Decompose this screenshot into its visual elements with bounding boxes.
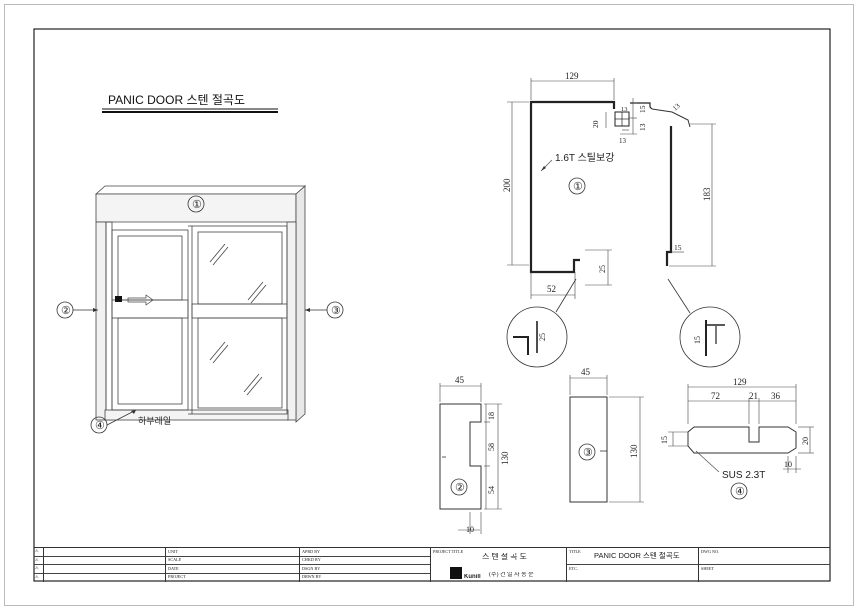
direction-arrow-icon	[127, 294, 154, 306]
p3-height: 130	[629, 444, 639, 458]
p4-width: 129	[733, 377, 747, 387]
door-isometric	[94, 185, 307, 423]
project-title-label: PROJECT TITLE	[433, 550, 464, 554]
title-block-rule	[698, 548, 699, 582]
callout-arrow	[305, 308, 310, 312]
dim-15-top: 15	[638, 105, 647, 113]
profile-2-dimensions	[439, 383, 502, 534]
p2-seg-top: 18	[487, 412, 496, 420]
detail-left-dim: 25	[538, 333, 547, 341]
sheet-label: SHEET	[701, 567, 715, 571]
dim-15-right-lip: 15	[674, 243, 682, 252]
p2-bottom: 10	[466, 525, 474, 534]
scale-label: SCALE	[168, 558, 182, 562]
drawing-border	[33, 28, 831, 582]
callout-one: ①	[192, 199, 202, 211]
profile-4	[687, 426, 797, 454]
title-block-rule	[34, 573, 430, 574]
profile-1	[529, 100, 691, 274]
title-block-rule	[566, 548, 567, 582]
dim-20-top: 20	[591, 120, 600, 128]
dwg-no-label: DWG NO.	[701, 550, 720, 554]
drwn-by-label: DRWN BY	[302, 575, 322, 579]
chkd-by-label: CHKD BY	[302, 558, 321, 562]
profile-1-dimensions	[507, 78, 716, 299]
p2-height: 130	[500, 451, 510, 465]
profile-2	[439, 403, 482, 510]
title-block-rule	[165, 548, 166, 582]
p4-seg-a: 72	[711, 391, 720, 401]
title-block-rule	[34, 556, 430, 557]
rev-mark: ⚠	[35, 575, 39, 579]
detail-bubble-right	[667, 278, 741, 368]
callout-arrow	[131, 410, 136, 414]
profile-1-callout-circle	[568, 177, 586, 195]
profile-1-callout: ①	[573, 181, 583, 193]
profile-2-callout-circle	[450, 478, 468, 496]
title-block: ⚠ ⚠ ⚠ ⚠ UNIT SCALE DATE PROJECT APRD BY …	[34, 547, 830, 582]
profile-4-callout: ④	[735, 486, 745, 498]
company-logo	[450, 567, 462, 579]
project-label: PROJECT	[168, 575, 186, 579]
callout-four: ④	[95, 420, 105, 432]
dim-13-b: 13	[621, 106, 628, 113]
rev-mark: ⚠	[35, 558, 39, 562]
profile-4-dimensions	[668, 384, 814, 473]
p4-right-gap: 10	[784, 460, 792, 469]
date-label: DATE	[168, 567, 179, 571]
p2-width: 45	[455, 375, 465, 385]
rev-mark: ⚠	[35, 566, 39, 570]
profile-2-callout: ②	[455, 482, 465, 494]
dim-13-c: 13	[619, 137, 627, 145]
dim-52: 52	[547, 284, 556, 294]
profile-3-callout: ③	[583, 447, 593, 459]
detail-bubble-left	[506, 278, 577, 368]
p4-seg-b: 21	[749, 391, 758, 401]
callout-three: ③	[331, 305, 341, 317]
detail-right-dim: 15	[693, 336, 702, 344]
company-korean: (주) 건 일 자 동 문	[489, 572, 534, 578]
p4-height: 20	[801, 437, 810, 445]
reinforcement-label: 1.6T 스틸보강	[555, 151, 614, 164]
page-frame	[4, 4, 854, 606]
dim-13-corner: 13	[671, 102, 682, 113]
profile-3	[569, 396, 608, 503]
company-name: Kunill	[464, 574, 481, 580]
p3-width: 45	[581, 367, 591, 377]
title-value: PANIC DOOR 스텐 절곡도	[594, 552, 680, 560]
title-block-rule	[34, 564, 430, 565]
etc-label: ETC.	[569, 567, 578, 571]
p2-seg-mid: 58	[487, 443, 496, 451]
title-block-rule	[430, 548, 431, 582]
dim-200: 200	[502, 178, 512, 192]
aprd-by-label: APRD BY	[302, 550, 321, 554]
title-block-rule	[43, 548, 44, 582]
panic-bar-handle	[115, 296, 122, 302]
title-label: TITLE	[569, 550, 581, 554]
p2-seg-bottom: 54	[487, 486, 496, 494]
main-title: PANIC DOOR 스텐 절곡도	[108, 93, 245, 107]
unit-label: UNIT	[168, 550, 179, 554]
lower-rail-label: 하부레일	[138, 416, 171, 426]
dim-25-lip: 25	[598, 265, 607, 273]
profile-4-callout-circle	[730, 482, 748, 500]
dim-13-a: 13	[638, 123, 647, 131]
leader-arrow	[541, 166, 546, 171]
p4-left-notch: 15	[660, 436, 669, 444]
dsgn-by-label: DSGN BY	[302, 567, 321, 571]
sus-label: SUS 2.3T	[722, 470, 765, 481]
p4-seg-c: 36	[771, 391, 781, 401]
dim-129-top: 129	[565, 71, 579, 81]
title-block-rule	[299, 548, 300, 582]
callout-arrow	[93, 308, 98, 312]
profile-3-callout-circle	[578, 443, 596, 461]
project-title-value: 스 텐 절 곡 도	[482, 553, 527, 561]
dim-183: 183	[702, 187, 712, 201]
profile-3-dimensions	[569, 375, 644, 503]
rev-mark: ⚠	[35, 549, 39, 553]
callout-two: ②	[61, 305, 71, 317]
